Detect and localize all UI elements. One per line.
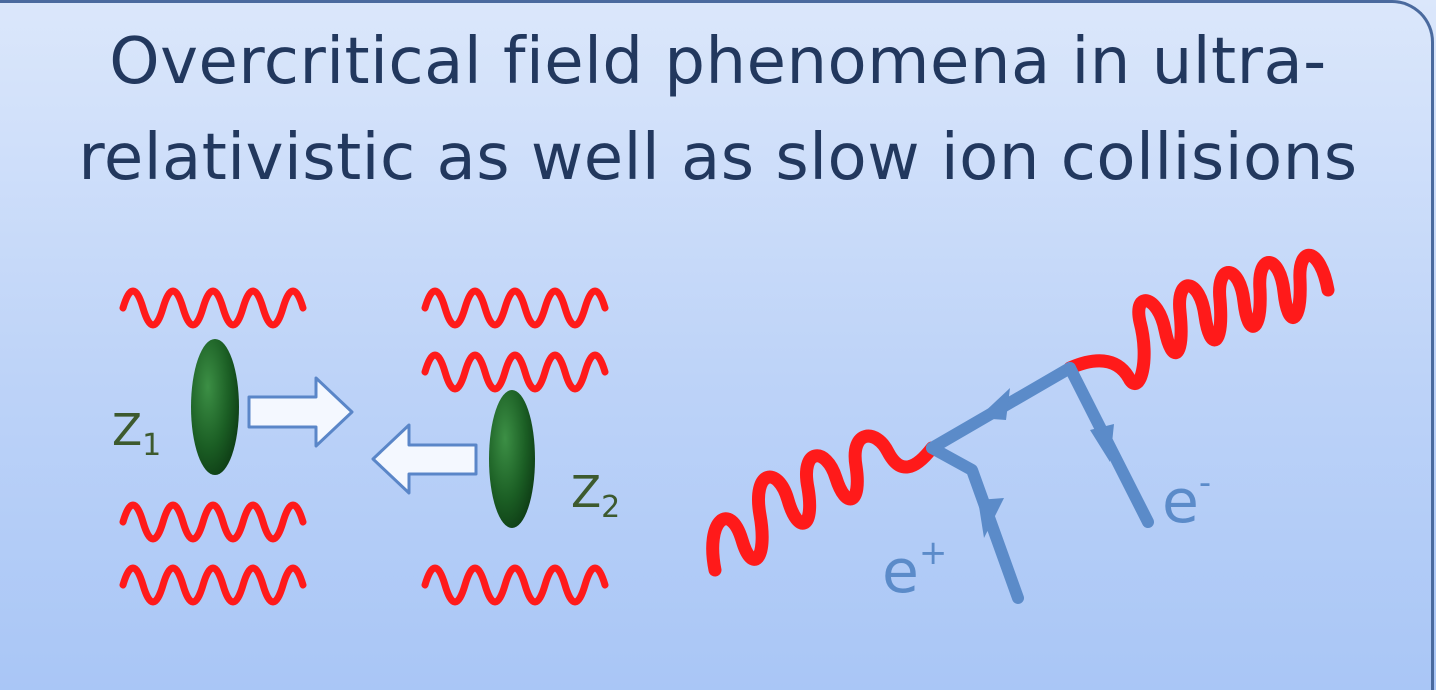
- field-wave-left-top: [119, 287, 307, 329]
- nucleus-z2: [489, 390, 535, 528]
- label-electron: e-: [1162, 463, 1211, 537]
- photon-incoming: [706, 429, 939, 577]
- arrow-right-icon: [247, 376, 354, 448]
- label-z1: Z1: [112, 405, 161, 463]
- field-wave-right-bottom: [421, 564, 609, 606]
- label-z2: Z2: [571, 467, 620, 525]
- field-wave-right-top-2: [421, 351, 609, 393]
- arrow-left-icon: [371, 423, 478, 495]
- photon-outgoing: [1063, 248, 1335, 390]
- field-wave-left-bottom-2: [119, 564, 307, 606]
- arrow-propagator-icon: [978, 388, 1010, 420]
- slide-title: Overcritical field phenomena in ultra- r…: [0, 14, 1436, 206]
- arrow-electron-icon: [1090, 424, 1114, 462]
- field-wave-left-bottom-1: [119, 501, 307, 543]
- arrow-positron-icon: [978, 498, 1004, 538]
- nucleus-z1: [191, 339, 239, 475]
- title-line-2: relativistic as well as slow ion collisi…: [78, 121, 1358, 195]
- title-line-1: Overcritical field phenomena in ultra-: [109, 25, 1327, 99]
- field-wave-right-top-1: [421, 287, 609, 329]
- label-positron: e+: [882, 533, 947, 607]
- fermion-positron-line: [926, 442, 1024, 604]
